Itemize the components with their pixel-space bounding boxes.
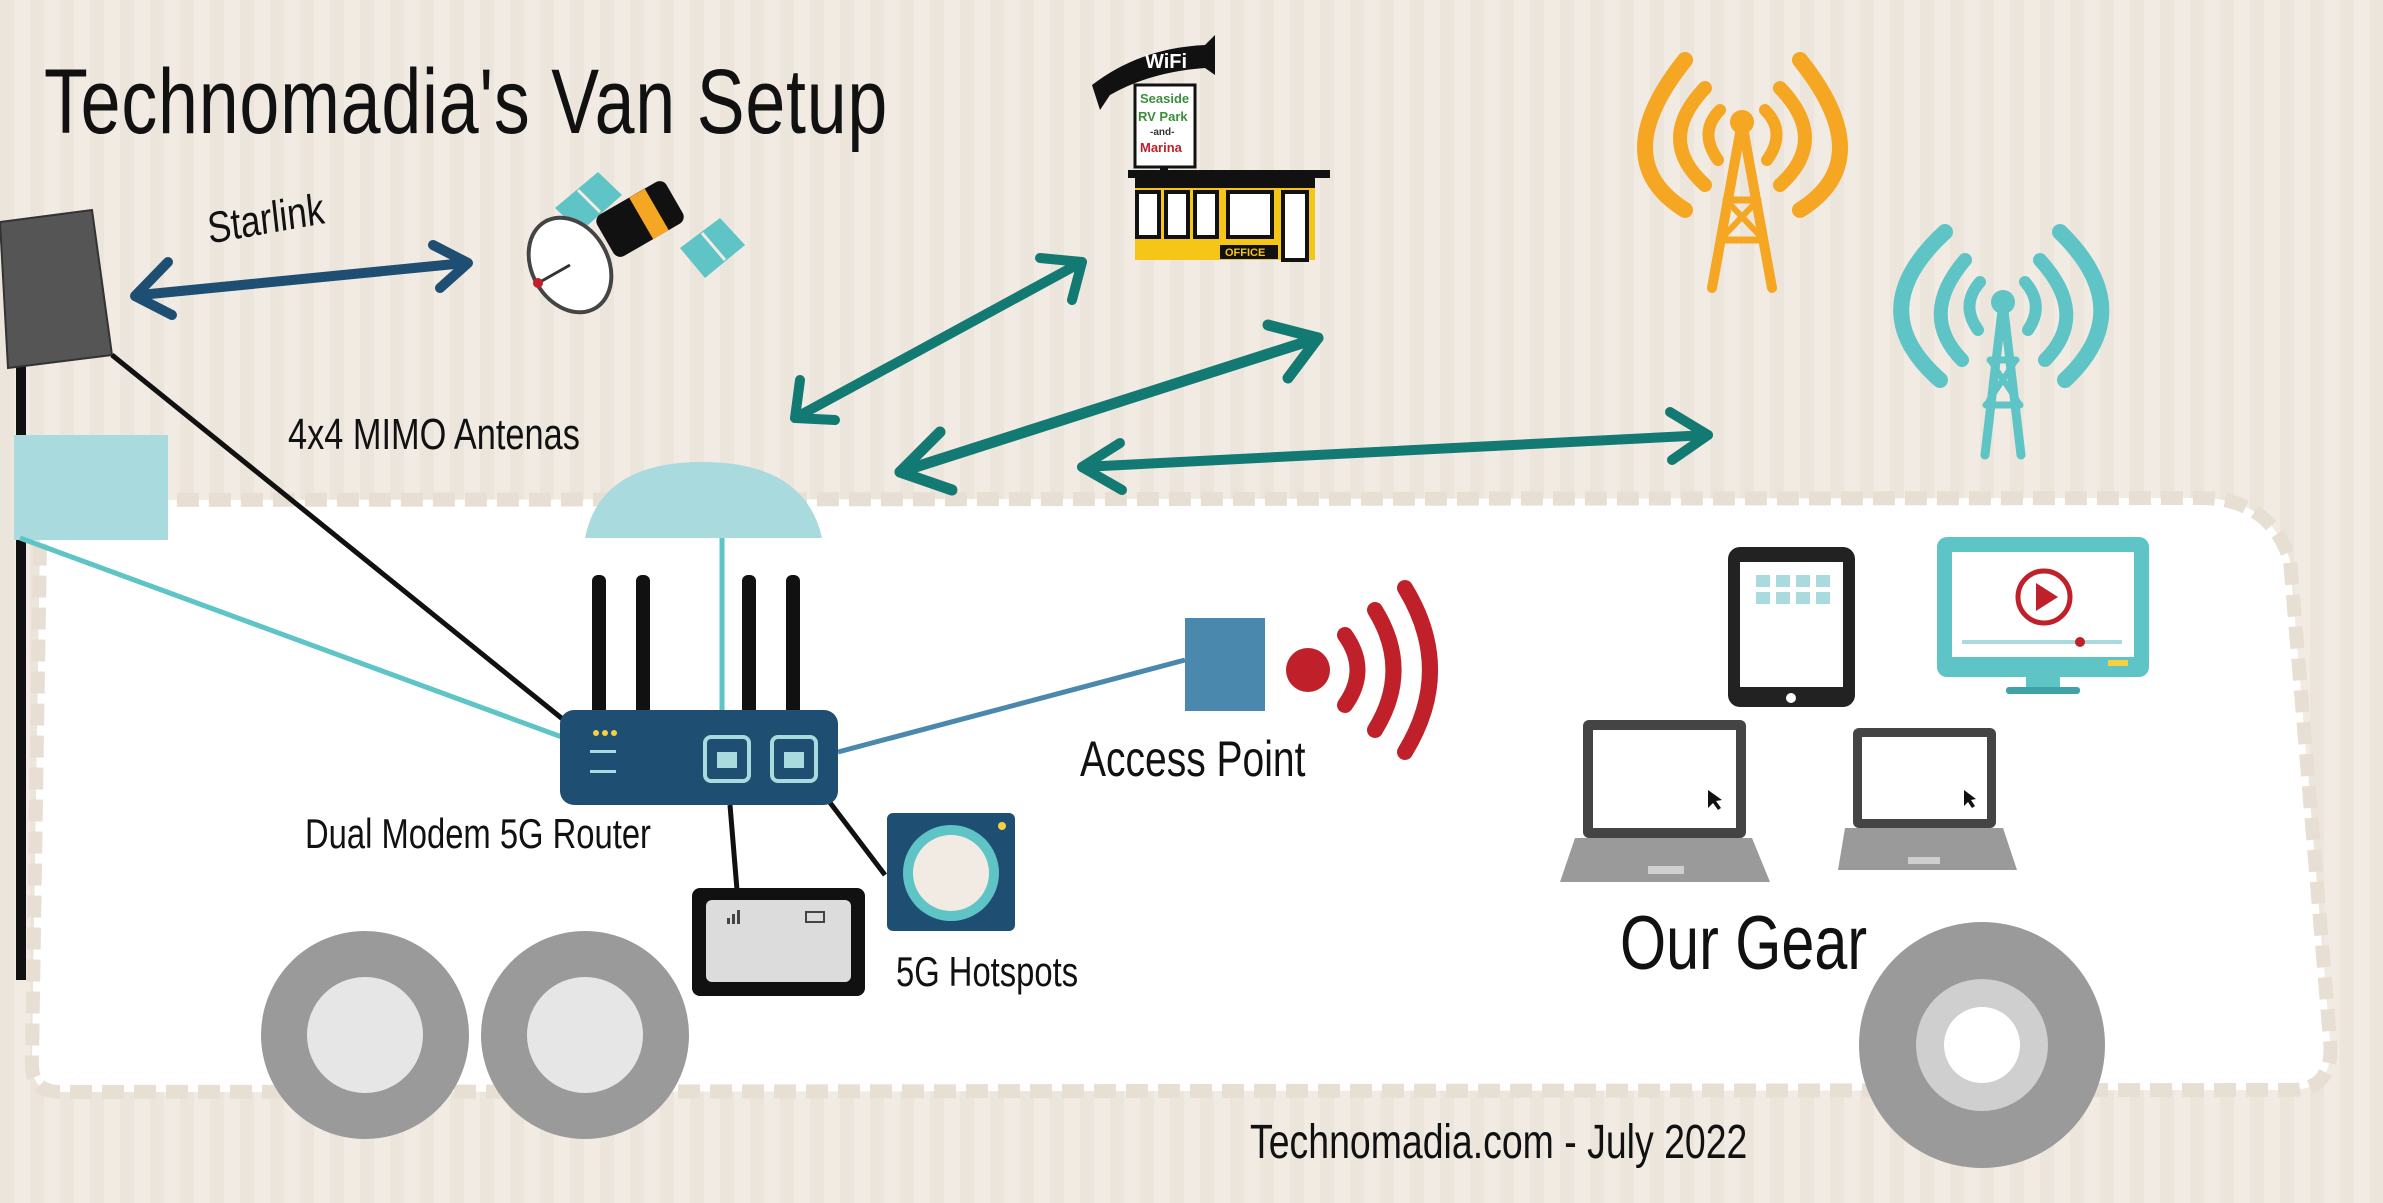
wifi-sign-text: WiFi — [1145, 51, 1187, 73]
rv-park-office-icon: WiFi Seaside RV Park -and- Marina OFFICE — [1092, 35, 1330, 262]
footer-credit: Technomadia.com - July 2022 — [1250, 1116, 1748, 1169]
wifi-park-arrow — [790, 253, 1087, 425]
sign-line-2: RV Park — [1138, 109, 1188, 124]
sign-line-3: -and- — [1150, 127, 1174, 138]
cell-tower-orange-icon — [1637, 52, 1848, 293]
starlink-arrow — [130, 240, 473, 320]
office-sign-text: OFFICE — [1225, 247, 1265, 259]
cell-tower-arrow-2 — [1077, 407, 1713, 495]
laptop-icon — [1560, 720, 1770, 882]
mimo-dome-antenna — [585, 462, 822, 538]
page-title: Technomadia's Van Setup — [44, 51, 889, 153]
sign-line-1: Seaside — [1140, 91, 1189, 106]
mobile-hotspot-round-icon — [887, 813, 1015, 931]
monitor-icon — [1937, 537, 2149, 694]
access-point-label: Access Point — [1080, 731, 1306, 787]
cable-router-hotspot2 — [826, 798, 887, 877]
mobile-hotspot-icon — [692, 888, 865, 996]
cell-tower-teal-icon — [1893, 224, 2110, 460]
mast-pole — [16, 330, 26, 980]
hotspots-label: 5G Hotspots — [896, 948, 1079, 995]
mast-antenna-panel — [14, 435, 168, 540]
starlink-dish-icon — [0, 208, 114, 370]
cell-tower-arrow-1 — [894, 319, 1324, 496]
van-wheel-rear-2 — [481, 931, 689, 1139]
laptop-icon-2 — [1838, 728, 2017, 870]
cable-dish-router — [110, 353, 572, 727]
router-label: Dual Modem 5G Router — [305, 810, 651, 857]
van-wheel-front — [1859, 922, 2105, 1168]
van-wheel-rear-1 — [261, 931, 469, 1139]
sign-line-4: Marina — [1140, 140, 1183, 155]
mimo-antennas-label: 4x4 MIMO Antenas — [288, 410, 580, 459]
router-icon — [560, 575, 838, 805]
our-gear-label: Our Gear — [1620, 901, 1868, 986]
tablet-icon — [1728, 547, 1855, 707]
cable-panel-router — [19, 535, 571, 743]
cable-router-ap — [837, 657, 1186, 755]
cable-router-hotspot1 — [727, 804, 740, 891]
access-point-icon — [1185, 618, 1265, 711]
satellite-icon — [526, 172, 745, 315]
wifi-signal-icon — [1286, 580, 1438, 760]
